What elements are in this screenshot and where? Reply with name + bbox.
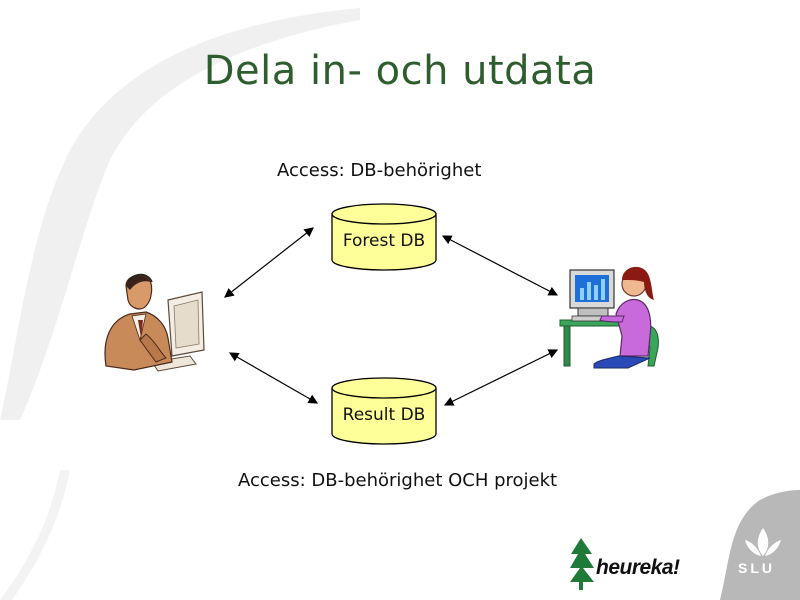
heureka-tree-icon (570, 538, 594, 590)
background-swoosh-lower (0, 470, 70, 600)
result-db-cylinder (331, 377, 437, 445)
woman-at-computer-icon (559, 266, 659, 369)
slu-leaf-icon (745, 528, 781, 556)
forest-db-label: Forest DB (342, 231, 426, 251)
background-swoosh (0, 8, 360, 420)
heureka-logo-text: heureka! (596, 556, 680, 579)
slide-title: Dela in- och utdata (203, 48, 597, 94)
slu-logo-text: SLU (738, 560, 775, 576)
arrow-result-to-left-user (228, 352, 319, 404)
arrow-forest-to-right-user (441, 235, 559, 296)
access-label-bottom: Access: DB-behörighet OCH projekt (238, 470, 558, 491)
result-db-label: Result DB (342, 405, 426, 425)
arrow-forest-to-left-user (224, 227, 314, 298)
access-label-top: Access: DB-behörighet (277, 160, 482, 181)
man-at-computer-icon (104, 273, 205, 372)
forest-db-cylinder (331, 203, 437, 271)
arrow-result-to-right-user (443, 349, 559, 406)
